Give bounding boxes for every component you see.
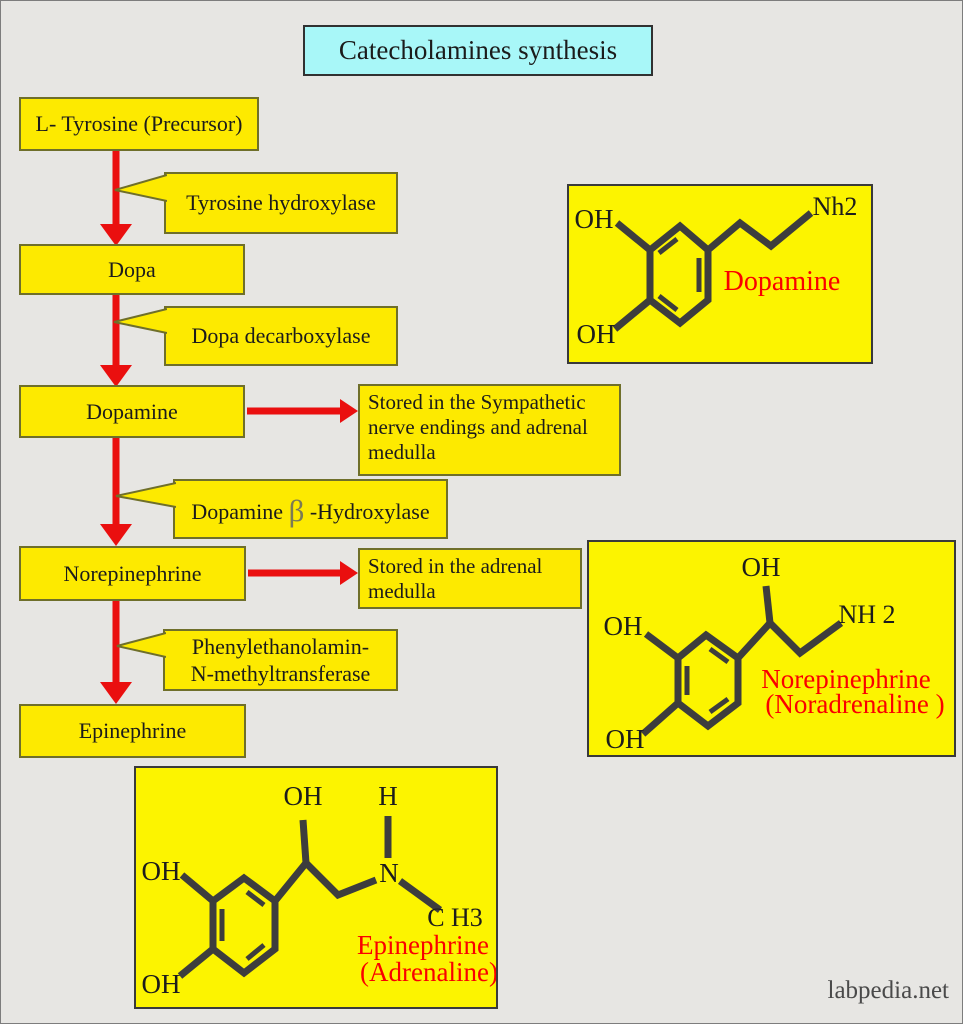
flow-node-dopa: Dopa bbox=[19, 244, 245, 295]
enzyme-label: Phenylethanolamin- N-methyltransferase bbox=[190, 633, 371, 687]
flow-node-label: Dopamine bbox=[86, 398, 178, 424]
enzyme-callout-tyrosine-hydroxylase: Tyrosine hydroxylase bbox=[164, 172, 398, 234]
structure-box-epinephrine: OH H OH N C H3 OH Epinephrine (Adrenalin… bbox=[134, 766, 498, 1009]
atom-label-oh-bottom: OH bbox=[606, 724, 645, 754]
flow-node-dopamine: Dopamine bbox=[19, 385, 245, 438]
flow-node-label: Epinephrine bbox=[78, 718, 187, 743]
epinephrine-structure-drawing: OH H OH N C H3 OH Epinephrine (Adrenalin… bbox=[142, 781, 497, 999]
flow-arrow-down-icon bbox=[100, 601, 132, 704]
structure-name-noradrenaline: (Noradrenaline ) bbox=[765, 689, 944, 719]
atom-label-oh-bottom: OH bbox=[142, 969, 181, 999]
norepinephrine-structure-drawing: OH OH OH NH 2 Norepinephrine (Noradrenal… bbox=[604, 552, 945, 754]
flow-node-label: Dopa bbox=[108, 256, 156, 282]
atom-label-h: H bbox=[378, 781, 398, 811]
enzyme-label: Tyrosine hydroxylase bbox=[186, 190, 376, 216]
atom-label-oh-bottom: OH bbox=[577, 319, 616, 349]
structure-name-adrenaline: (Adrenaline) bbox=[360, 957, 496, 987]
diagram-title-text: Catecholamines synthesis bbox=[338, 35, 618, 65]
dopamine-structure-drawing: OH OH Nh2 Dopamine bbox=[575, 192, 858, 349]
note-stored-sympathetic: Stored in the Sympathetic nerve endings … bbox=[358, 384, 621, 476]
callout-pointer-icon bbox=[114, 174, 167, 202]
atom-label-oh-left: OH bbox=[142, 856, 181, 886]
flow-arrow-down-icon bbox=[100, 151, 132, 246]
flow-node-label: L- Tyrosine (Precursor) bbox=[35, 111, 243, 136]
structure-name-epinephrine: Epinephrine bbox=[357, 930, 489, 960]
flow-arrow-right-icon bbox=[248, 561, 358, 585]
atom-label-amine: Nh2 bbox=[813, 192, 858, 221]
structure-box-norepinephrine: OH OH OH NH 2 Norepinephrine (Noradrenal… bbox=[587, 540, 956, 757]
enzyme-callout-pnmt: Phenylethanolamin- N-methyltransferase bbox=[163, 629, 398, 691]
watermark: labpedia.net bbox=[827, 977, 949, 1004]
flow-arrow-down-icon bbox=[100, 295, 132, 387]
structure-name-norepinephrine: Norepinephrine bbox=[761, 664, 930, 694]
atom-label-amine: NH 2 bbox=[838, 600, 895, 629]
flow-node-norepinephrine: Norepinephrine bbox=[19, 546, 246, 601]
enzyme-label: Dopa decarboxylase bbox=[191, 323, 371, 349]
atom-label-oh-top: OH bbox=[742, 552, 781, 582]
enzyme-callout-dopamine-beta-hydroxylase: Dopamine β -Hydroxylase bbox=[173, 479, 448, 539]
callout-pointer-icon bbox=[116, 632, 166, 658]
structure-box-dopamine: OH OH Nh2 Dopamine bbox=[567, 184, 873, 364]
enzyme-callout-dopa-decarboxylase: Dopa decarboxylase bbox=[164, 306, 398, 366]
flow-node-tyrosine: L- Tyrosine (Precursor) bbox=[19, 97, 259, 151]
flow-arrow-down-icon bbox=[100, 438, 132, 546]
flow-node-epinephrine: Epinephrine bbox=[19, 704, 246, 758]
callout-pointer-icon bbox=[113, 308, 167, 334]
structure-name-dopamine: Dopamine bbox=[724, 266, 841, 297]
atom-label-oh-left: OH bbox=[604, 611, 643, 641]
note-stored-adrenal: Stored in the adrenal medulla bbox=[358, 548, 582, 609]
beta-symbol: β bbox=[288, 492, 305, 528]
callout-pointer-icon bbox=[115, 482, 176, 508]
atom-label-ch3: C H3 bbox=[427, 903, 483, 932]
atom-label-oh-top: OH bbox=[284, 781, 323, 811]
diagram-title: Catecholamines synthesis bbox=[303, 25, 653, 76]
atom-label-n: N bbox=[379, 858, 399, 888]
atom-label-oh-top: OH bbox=[575, 204, 614, 234]
flow-node-label: Norepinephrine bbox=[63, 560, 202, 586]
note-text: Stored in the Sympathetic nerve endings … bbox=[368, 390, 588, 464]
enzyme-label: Dopamine β -Hydroxylase bbox=[191, 492, 430, 528]
flow-arrow-right-icon bbox=[247, 399, 358, 423]
note-text: Stored in the adrenal medulla bbox=[368, 554, 543, 603]
